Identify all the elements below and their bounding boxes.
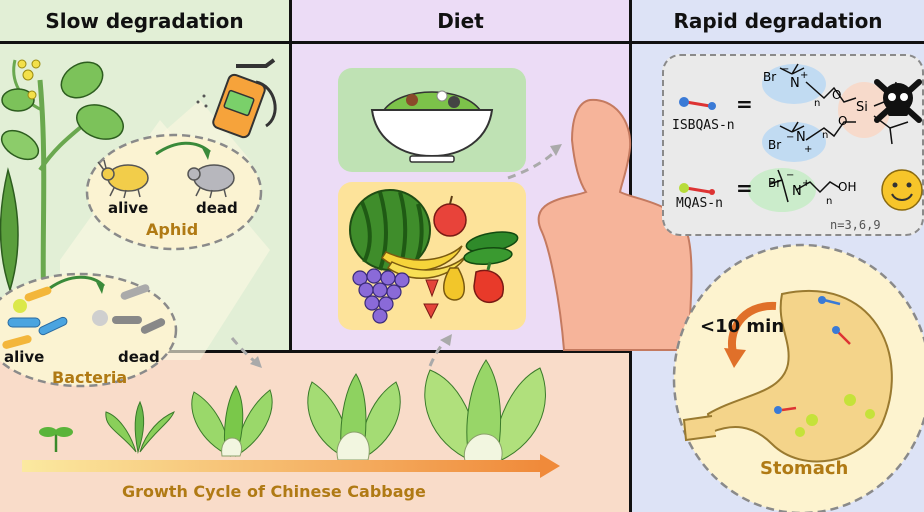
isbqas-structure bbox=[679, 63, 911, 162]
mqas-n: N bbox=[792, 184, 802, 199]
alive-bacteria-icon bbox=[2, 286, 68, 349]
bacteria-alive-label: alive bbox=[4, 348, 45, 366]
isbqas-plus-bottom: + bbox=[804, 144, 813, 155]
stomach-molecules bbox=[774, 296, 875, 437]
isbqas-o-top: O bbox=[832, 88, 842, 102]
fruits-icon bbox=[349, 189, 519, 324]
isbqas-sub-top: n bbox=[814, 98, 821, 109]
isbqas-n-bottom: N bbox=[796, 130, 806, 145]
bacteria-name-label: Bacteria bbox=[52, 368, 128, 387]
isbqas-plus-top: + bbox=[800, 70, 809, 81]
bacteria-dead-label: dead bbox=[118, 348, 160, 366]
isbqas-equals: = bbox=[736, 92, 753, 116]
degradation-time-label: <10 min bbox=[700, 316, 785, 337]
isbqas-minus-top: − bbox=[781, 64, 790, 75]
aphid-name-label: Aphid bbox=[146, 220, 199, 239]
growth-arrow bbox=[22, 454, 560, 478]
stomach-name-label: Stomach bbox=[760, 458, 849, 479]
isbqas-sub-bottom: n bbox=[822, 130, 829, 141]
full-cabbage-icon bbox=[424, 359, 546, 465]
dead-aphid-icon bbox=[187, 164, 235, 199]
mqas-sub: n bbox=[826, 196, 833, 207]
skull-toxic-icon bbox=[874, 79, 922, 123]
pear-icon bbox=[443, 267, 465, 301]
diet-title: Diet bbox=[292, 0, 629, 44]
slow-degradation-title: Slow degradation bbox=[0, 0, 289, 44]
mqas-plus: + bbox=[802, 178, 811, 189]
aphid-dead-label: dead bbox=[196, 199, 238, 217]
watermelon-icon bbox=[349, 189, 431, 271]
bell-pepper-icon bbox=[473, 261, 505, 304]
human-body-icon bbox=[537, 98, 693, 351]
mqas-dumbbell-icon bbox=[679, 183, 715, 195]
smiley-face-icon bbox=[881, 169, 923, 211]
bacteria-circle bbox=[0, 272, 178, 388]
isbqas-si: Si bbox=[856, 100, 868, 115]
young-cabbage-icon bbox=[105, 400, 175, 454]
isbqas-n-top: N bbox=[790, 76, 800, 91]
aphid-alive-label: alive bbox=[108, 199, 149, 217]
rapid-degradation-title: Rapid degradation bbox=[632, 0, 924, 44]
strawberry-icon bbox=[423, 279, 439, 320]
pesticide-sprayer-icon bbox=[196, 58, 277, 139]
grapes-icon bbox=[352, 268, 410, 324]
n-values-label: n=3,6,9 bbox=[830, 218, 881, 232]
mqas-minus: − bbox=[786, 170, 795, 181]
growing-cabbage-icon bbox=[191, 385, 273, 457]
salad-bowl-icon bbox=[370, 90, 494, 163]
isbqas-br-bottom: Br bbox=[768, 138, 782, 152]
isbqas-label: ISBQAS-n bbox=[672, 118, 735, 133]
mqas-label: MQAS-n bbox=[676, 196, 723, 211]
mqas-structure bbox=[679, 168, 841, 212]
cabbage-growth-illustration bbox=[22, 359, 560, 478]
seedling-icon bbox=[39, 427, 73, 452]
isbqas-o-bottom: O bbox=[838, 114, 848, 128]
isbqas-br-top: Br bbox=[763, 70, 777, 84]
isbqas-minus-bottom: − bbox=[786, 132, 795, 143]
apple-icon bbox=[433, 195, 467, 237]
dead-bacteria-icon bbox=[92, 284, 166, 334]
alive-aphid-icon bbox=[97, 159, 149, 199]
isbqas-dumbbell-icon bbox=[679, 97, 716, 110]
mature-cabbage-icon bbox=[307, 373, 401, 461]
aphid-circle bbox=[85, 133, 263, 251]
growth-cycle-caption: Growth Cycle of Chinese Cabbage bbox=[122, 482, 426, 501]
mqas-oh: OH bbox=[838, 180, 857, 194]
mqas-equals: = bbox=[736, 176, 753, 200]
stomach-circle bbox=[672, 243, 924, 512]
mqas-br: Br bbox=[768, 176, 782, 190]
